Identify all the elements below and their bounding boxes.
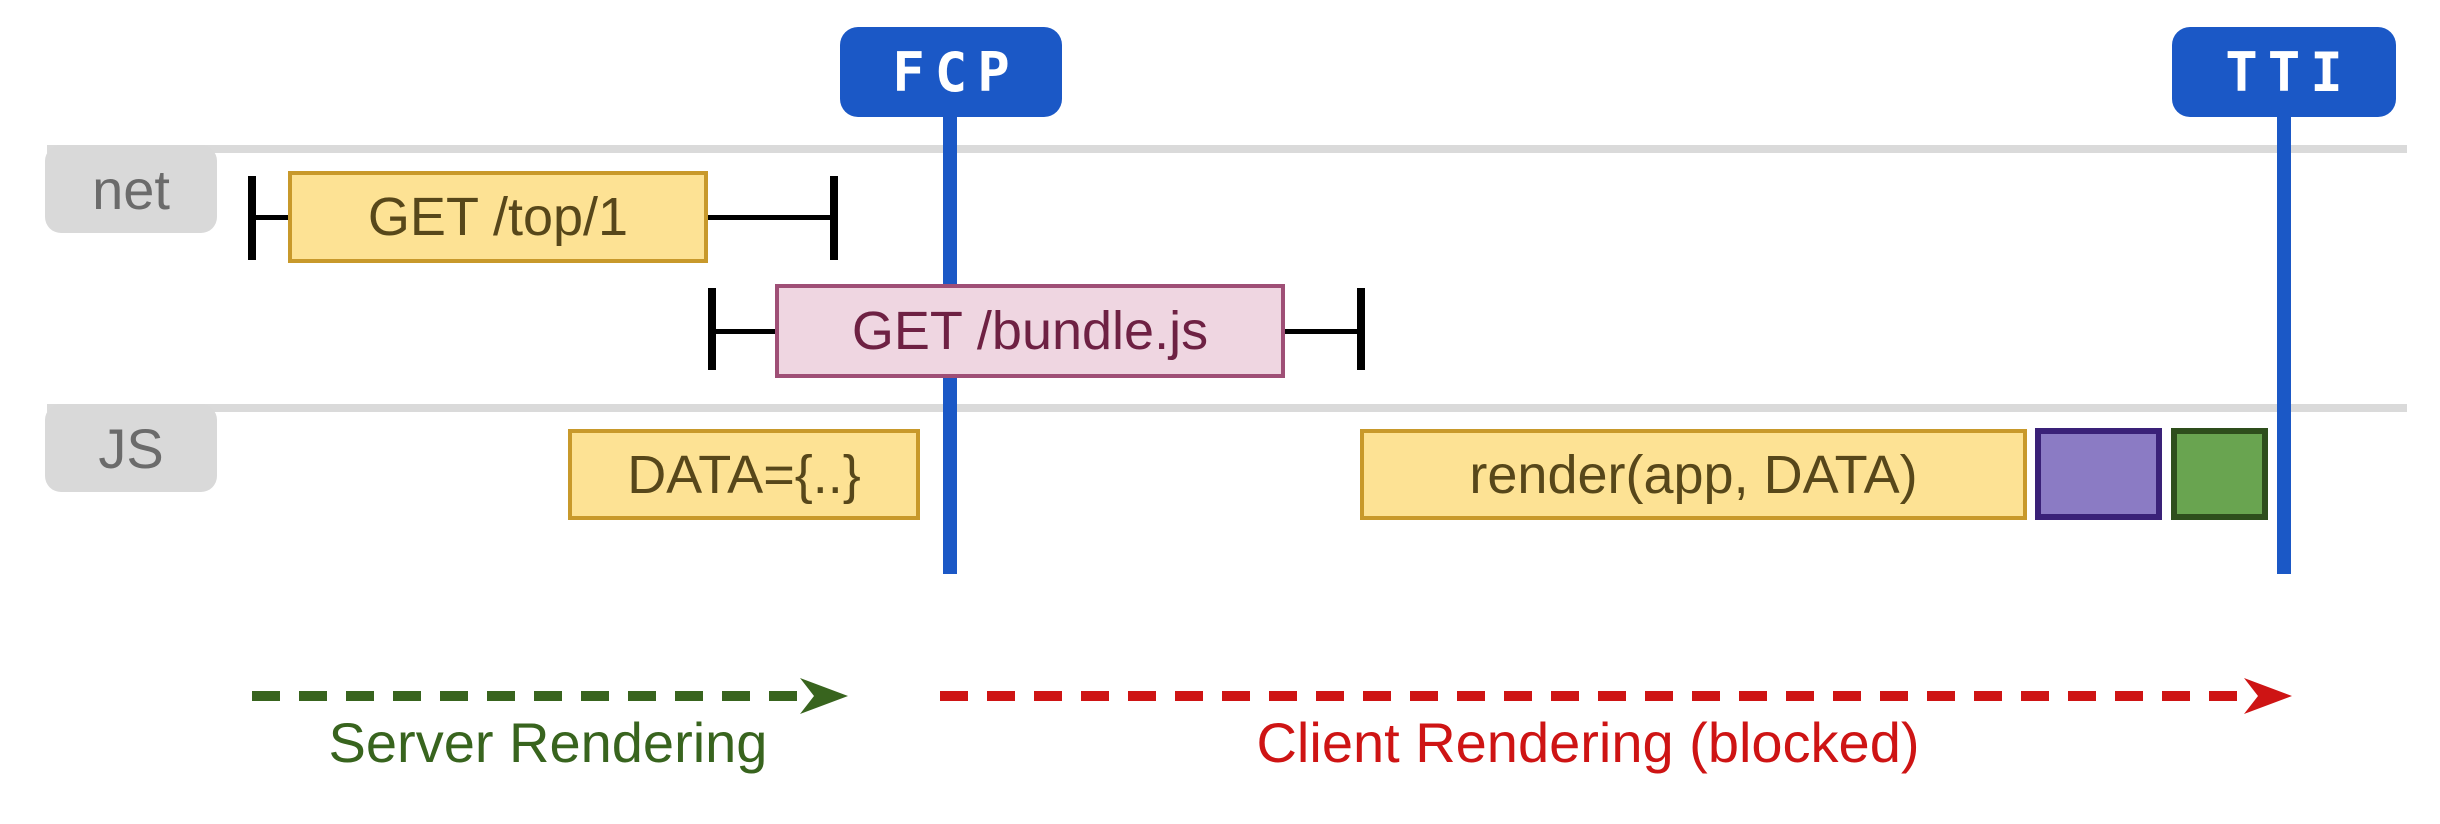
- request-bundle-end-connector: [1285, 329, 1357, 334]
- js-lane-line: [47, 404, 2407, 412]
- request-bundle-start-connector: [716, 329, 775, 334]
- task-bar-render: render(app, DATA): [1360, 429, 2027, 520]
- tti-badge-label: TTI: [2225, 40, 2353, 104]
- request-top1-start-connector: [256, 215, 288, 220]
- fcp-badge-label: FCP: [892, 40, 1020, 104]
- js-lane-label: JS: [98, 416, 164, 480]
- request-bar-top1: GET /top/1: [288, 171, 708, 263]
- request-top1-start-tick: [248, 176, 256, 260]
- task-bar-green-block: [2171, 428, 2268, 520]
- request-bundle-end-tick: [1357, 288, 1365, 370]
- tti-marker-line: [2277, 100, 2291, 574]
- net-lane-line: [47, 145, 2407, 153]
- task-bar-purple-block: [2035, 428, 2162, 520]
- request-bar-bundle: GET /bundle.js: [775, 284, 1285, 378]
- task-data-label: DATA={..}: [627, 444, 861, 505]
- js-lane-tab: JS: [45, 404, 217, 492]
- net-lane-tab: net: [45, 145, 217, 233]
- net-lane-label: net: [92, 157, 170, 221]
- client-rendering-phase-label: Client Rendering (blocked): [1256, 711, 1920, 774]
- server-rendering-arrow: [252, 678, 848, 714]
- request-bundle-start-tick: [708, 288, 716, 370]
- client-rendering-arrow: [940, 678, 2292, 714]
- server-rendering-phase-label: Server Rendering: [328, 711, 768, 774]
- request-top1-end-connector: [708, 215, 830, 220]
- request-top1-label: GET /top/1: [367, 187, 629, 247]
- tti-badge: TTI: [2172, 27, 2396, 117]
- request-top1-end-tick: [830, 176, 838, 260]
- task-bar-data: DATA={..}: [568, 429, 920, 520]
- request-bundle-label: GET /bundle.js: [851, 301, 1209, 361]
- task-render-label: render(app, DATA): [1469, 444, 1918, 505]
- fcp-badge: FCP: [840, 27, 1062, 117]
